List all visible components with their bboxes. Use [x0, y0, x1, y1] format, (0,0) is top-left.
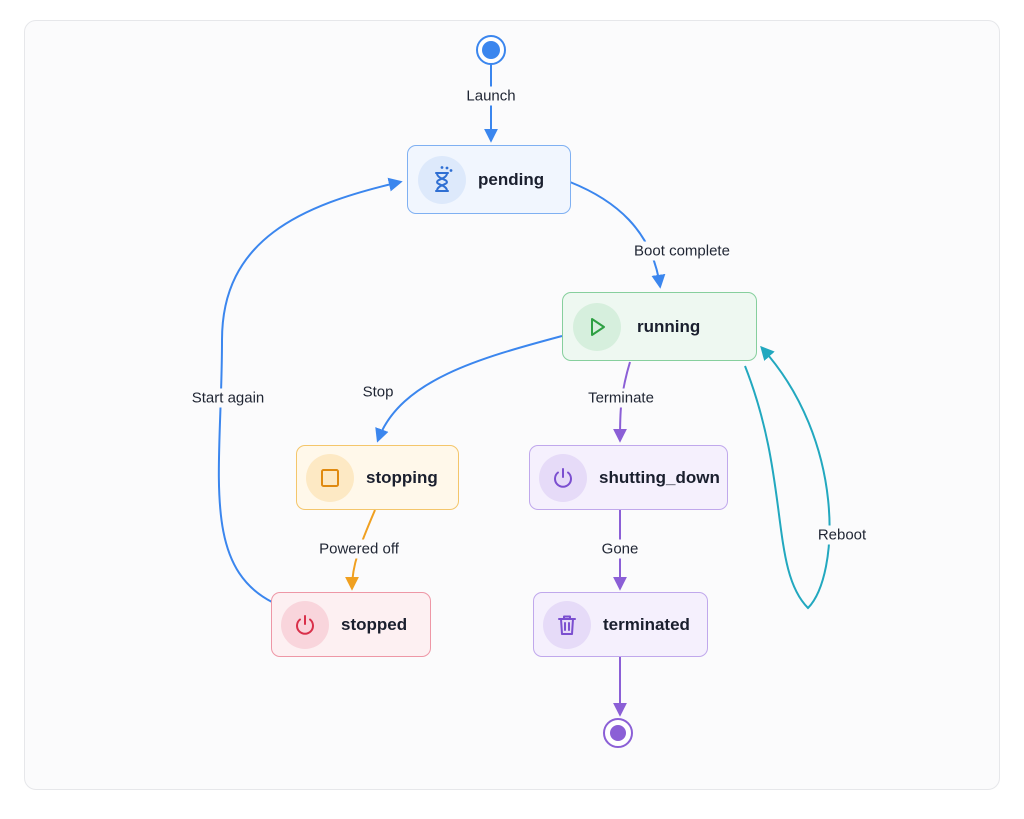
edge-label-terminate: Terminate	[584, 388, 658, 408]
edge-label-start-again: Start again	[187, 388, 269, 408]
edge-label-powered-off: Powered off	[315, 539, 403, 559]
stop-square-icon	[306, 453, 354, 502]
initial-state-marker	[476, 35, 506, 65]
state-label: stopped	[341, 614, 408, 634]
edge-label-stop: Stop	[358, 382, 398, 402]
edge-start-again	[217, 177, 403, 603]
hourglass-icon	[418, 155, 466, 204]
edge-label-gone: Gone	[597, 539, 643, 559]
state-shutting-down[interactable]: shutting_down	[529, 445, 728, 510]
state-label: terminated	[603, 614, 690, 634]
play-icon	[573, 302, 621, 351]
state-label: shutting_down	[599, 467, 720, 487]
edge-label-reboot: Reboot	[813, 525, 871, 545]
state-label: stopping	[366, 467, 438, 487]
state-stopped[interactable]: stopped	[271, 592, 431, 657]
state-pending[interactable]: pending	[407, 145, 571, 214]
edge-label-boot-complete: Boot complete	[630, 241, 734, 261]
state-stopping[interactable]: stopping	[296, 445, 459, 510]
trash-icon	[543, 600, 591, 649]
power-icon	[281, 600, 329, 649]
state-running[interactable]: running	[562, 292, 757, 361]
state-label: pending	[478, 169, 545, 189]
power-icon	[539, 453, 587, 502]
edge-reboot	[744, 345, 831, 610]
final-state-marker	[603, 718, 633, 748]
state-label: running	[637, 316, 701, 336]
edge-boot-complete	[569, 181, 666, 289]
state-terminated[interactable]: terminated	[533, 592, 708, 657]
edge-stop	[375, 335, 563, 443]
edge-label-launch: Launch	[462, 86, 520, 106]
